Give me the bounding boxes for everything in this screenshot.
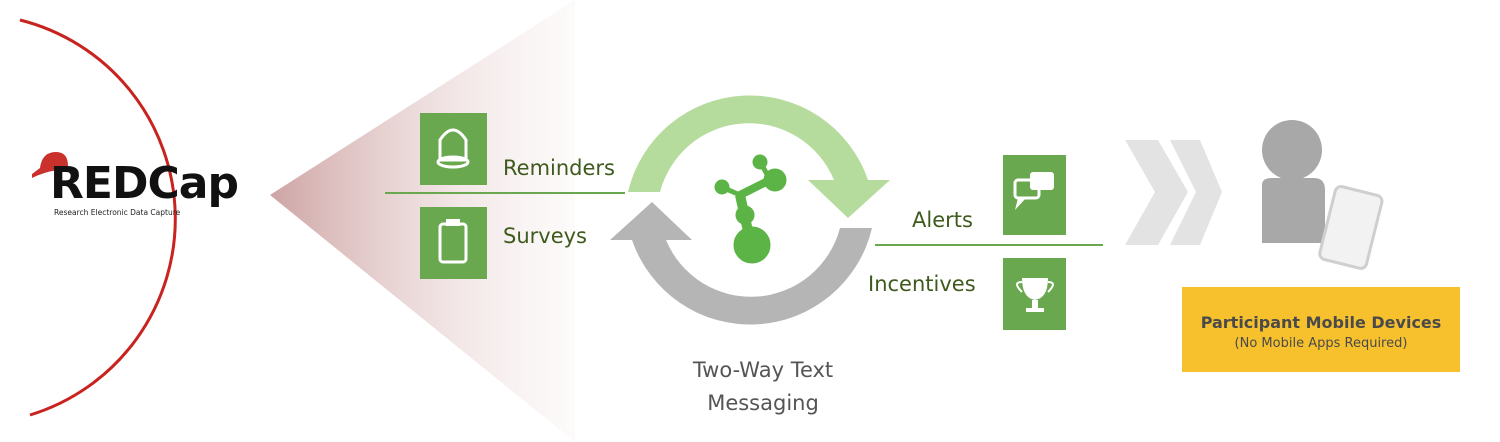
participant-subtitle: (No Mobile Apps Required) — [1234, 336, 1408, 351]
redcap-arc — [19, 18, 177, 417]
incentives-label: Incentives — [868, 272, 976, 296]
person-with-tablet-icon — [1262, 120, 1384, 270]
participant-box: Participant Mobile Devices (No Mobile Ap… — [1182, 287, 1460, 372]
molecule-logo-icon — [714, 154, 787, 264]
bell-icon — [420, 113, 487, 185]
participant-title: Participant Mobile Devices — [1200, 313, 1442, 332]
reminders-label: Reminders — [503, 156, 615, 180]
redcap-logo-subtitle: Research Electronic Data Capture — [54, 208, 181, 217]
surveys-label: Surveys — [503, 224, 587, 248]
cap-icon — [32, 152, 68, 178]
redcap-logo: REDCap — [50, 158, 239, 209]
chevron-right-icon — [1125, 140, 1222, 245]
gray-cycle-arrow — [610, 202, 872, 325]
trophy-icon — [1003, 258, 1066, 330]
clipboard-icon — [420, 207, 487, 279]
center-caption-line1: Two-Way Text — [692, 358, 834, 382]
alerts-label: Alerts — [912, 208, 973, 232]
green-cycle-arrow — [628, 95, 890, 218]
center-caption-line2: Messaging — [707, 391, 819, 415]
chat-bubbles-icon — [1003, 155, 1066, 235]
